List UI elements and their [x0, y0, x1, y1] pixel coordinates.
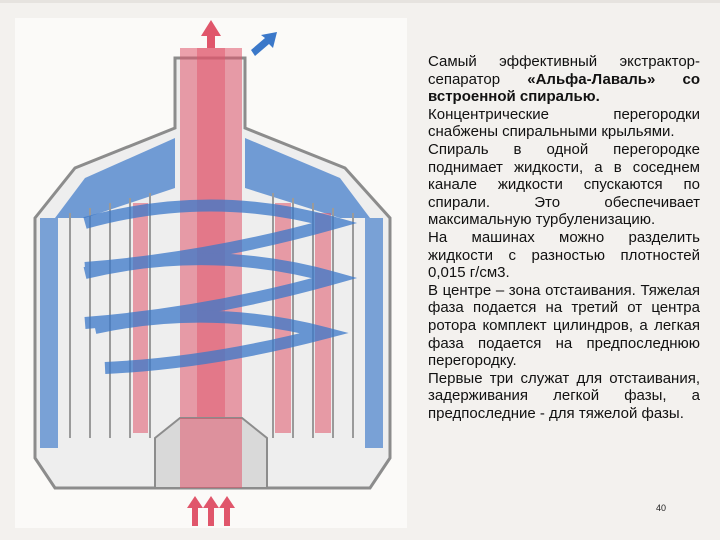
separator-drawing	[33, 20, 392, 526]
inlet-arrows	[187, 496, 235, 526]
up-arrow-icon	[203, 496, 219, 526]
page-number: 40	[656, 503, 667, 513]
light-phase-dome-left	[55, 138, 175, 218]
inlet-channel	[180, 418, 242, 488]
paragraph-spiral: Спираль в одной перегородке поднимает жи…	[428, 140, 700, 229]
up-arrow-icon	[201, 20, 221, 48]
light-phase-wall-left	[40, 218, 58, 448]
spiral-wings	[83, 199, 358, 374]
top-border	[0, 0, 720, 3]
paragraph-density: На машинах можно разделить жидкости с ра…	[428, 228, 700, 282]
paragraph-functions: Первые три служат для отстаивания, задер…	[428, 369, 700, 422]
paragraph-intro: Самый эффективный экстрактор-сепаратор «…	[428, 53, 700, 106]
paragraph-intro-emphasis: «Альфа-Лаваль» со встроенной спиралью.	[428, 70, 701, 106]
up-arrow-icon	[251, 32, 277, 56]
description-text: Самый эффективный экстрактор-сепаратор «…	[428, 53, 700, 422]
light-phase-wall-right	[365, 218, 383, 448]
paragraph-partitions: Концентрические перегородки снабжены спи…	[428, 105, 700, 141]
paragraph-intro-lead: Самый эффективный экстрактор-сепаратор	[428, 53, 700, 88]
up-arrow-icon	[219, 496, 235, 526]
paragraph-center-zone: В центре – зона отстаивания. Тяжелая фаз…	[428, 281, 700, 370]
separator-illustration	[15, 18, 407, 528]
central-core	[197, 48, 225, 488]
light-phase-dome-right	[245, 138, 370, 218]
up-arrow-icon	[187, 496, 203, 526]
